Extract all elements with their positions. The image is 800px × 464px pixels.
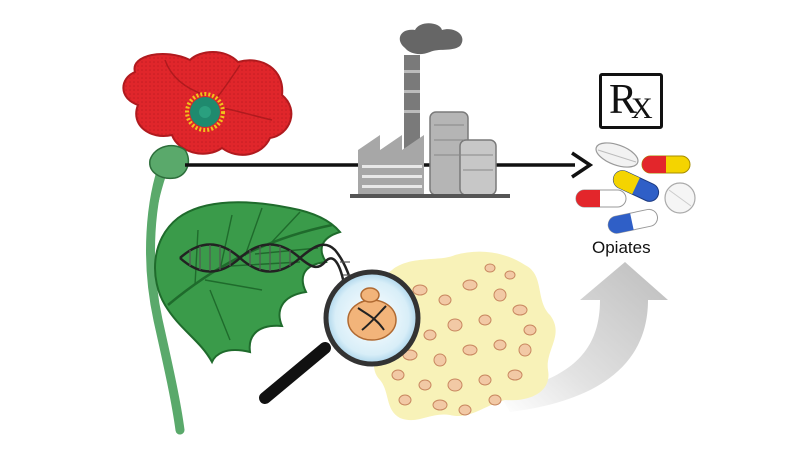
pills-icon [575, 142, 696, 234]
red-yellow-capsule [641, 155, 691, 174]
rx-letter-r: R [609, 77, 638, 123]
poppy-stem [146, 155, 185, 435]
upward-arrow-icon [500, 262, 668, 412]
poppy-center [185, 92, 225, 132]
blue-white-capsule [607, 208, 659, 234]
prescription-rx-icon: R X [599, 73, 663, 129]
magnifying-glass-icon [259, 269, 421, 404]
yellow-blue-capsule [612, 170, 660, 202]
red-white-capsule [575, 189, 627, 208]
opiates-label: Opiates [592, 238, 651, 257]
yeast-culture-icon [370, 251, 556, 421]
white-oval-pill [595, 142, 639, 168]
poppy-flower-icon [122, 51, 293, 180]
factory-icon [350, 23, 510, 198]
leaf-icon [154, 201, 342, 365]
rx-letter-x: X [631, 92, 653, 125]
round-white-tablet [664, 182, 696, 214]
